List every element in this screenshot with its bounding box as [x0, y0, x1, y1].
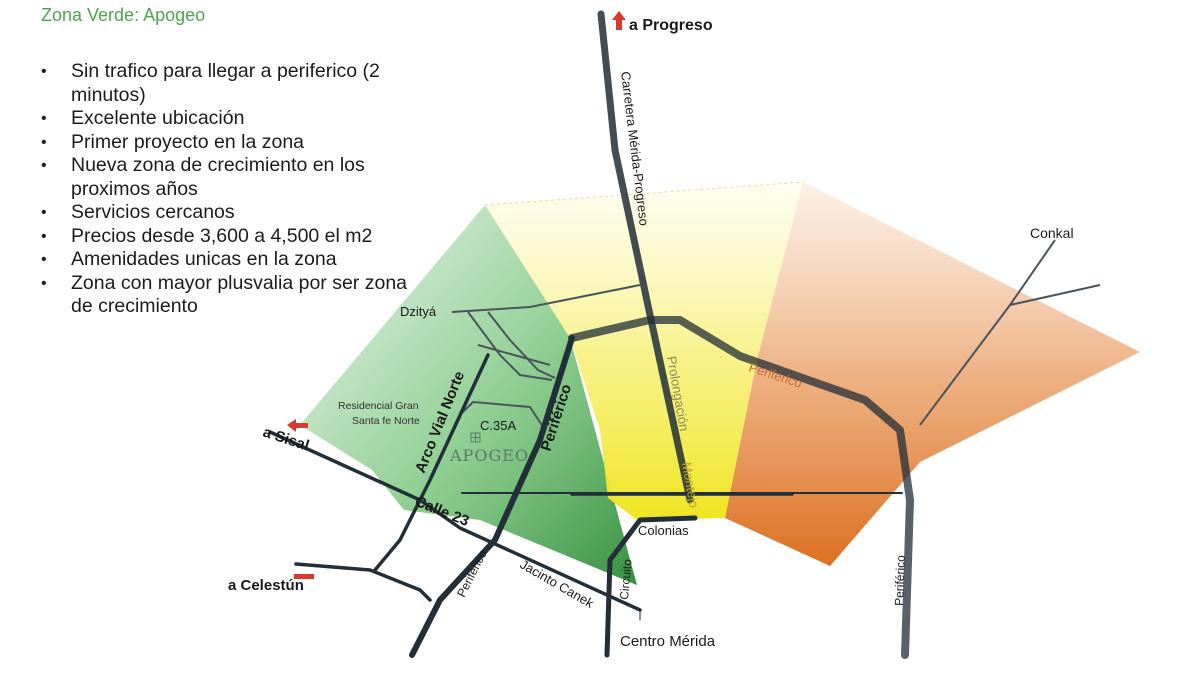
arrow-icon	[287, 419, 308, 432]
feature-item: Nueva zona de crecimiento en los proximo…	[40, 154, 420, 201]
yellow-zone	[485, 182, 803, 520]
arrow-icon	[612, 11, 626, 30]
major-roads	[268, 10, 914, 659]
minor-roads	[451, 239, 1101, 431]
feature-item: Zona con mayor plusvalia por ser zona de…	[40, 272, 420, 319]
arrow-icon	[294, 574, 314, 579]
place-residencial-line2: Santa fe Norte	[352, 415, 420, 427]
road-label-periferico-south: Periférico	[454, 548, 490, 600]
feature-item: Amenidades unicas en la zona	[40, 248, 420, 272]
feature-item: Servicios cercanos	[40, 201, 420, 225]
place-conkal: Conkal	[1030, 225, 1074, 241]
svg-text:APOGEO: APOGEO	[449, 446, 529, 465]
road-label-c35a: C.35A	[480, 418, 516, 433]
road-label-periferico-east: Periférico	[892, 555, 908, 606]
place-centro: Centro Mérida	[620, 633, 716, 650]
destination-sisal: a Sisal	[261, 424, 311, 455]
feature-item: Precios desde 3,600 a 4,500 el m2	[40, 225, 420, 249]
feature-item: Sin trafico para llegar a periferico (2 …	[40, 60, 420, 107]
orange-zone	[725, 182, 1140, 566]
page-title: Zona Verde: Apogeo	[41, 5, 206, 25]
feature-item: Primer proyecto en la zona	[40, 131, 420, 155]
place-residencial-line1: Residencial Gran	[338, 400, 419, 412]
road-label-colonias: Colonias	[638, 523, 689, 538]
feature-list: Sin trafico para llegar a periferico (2 …	[40, 60, 420, 319]
feature-item: Excelente ubicación	[40, 107, 420, 131]
destination-celestun: a Celestún	[228, 577, 304, 594]
apogeo-logo: APOGEO	[449, 432, 529, 465]
destination-progreso: a Progreso	[629, 17, 713, 34]
road-label-circuito: Circuito	[617, 558, 635, 600]
place-dzitya: Dzityá	[400, 304, 437, 319]
